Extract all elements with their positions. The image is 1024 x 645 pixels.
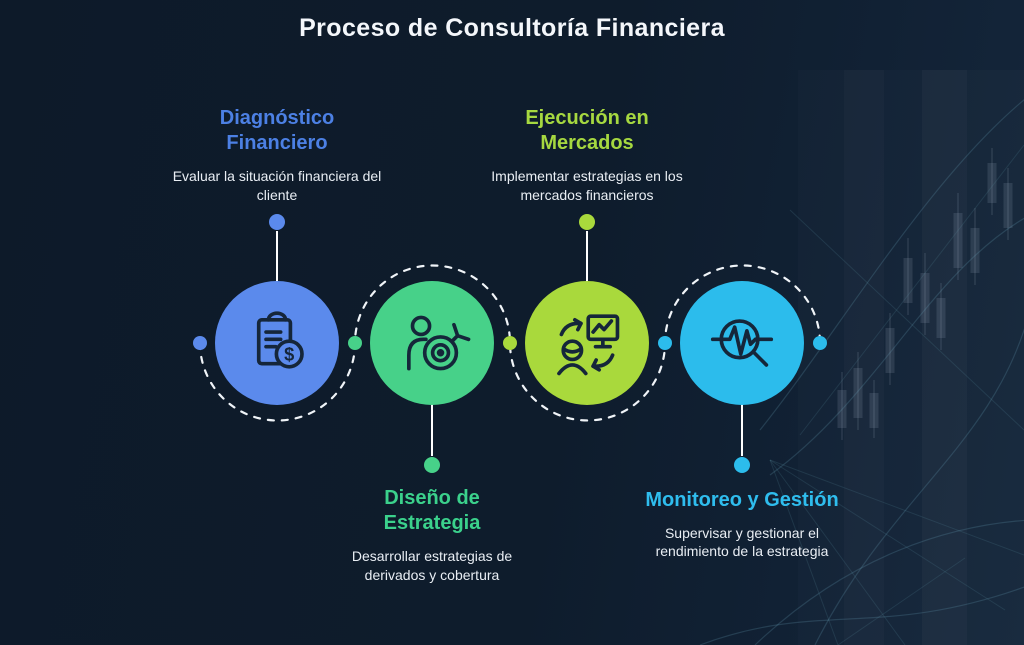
step-description: Evaluar la situación financiera del clie… xyxy=(172,168,382,203)
step-title: Diseño de Estrategia xyxy=(383,487,481,535)
page-title: Proceso de Consultoría Financiera xyxy=(299,14,725,42)
step-label-ejecucion: Ejecución en Mercados Implementar estrat… xyxy=(472,106,702,204)
step-description: Desarrollar estrategias de derivados y c… xyxy=(351,548,513,583)
junction-dot-1-2 xyxy=(348,336,362,350)
junction-dot-3-4 xyxy=(658,336,672,350)
satellite-dot-step-4 xyxy=(734,457,750,473)
step-circle-monitoreo xyxy=(680,281,804,405)
step-title: Ejecución en Mercados xyxy=(525,107,649,155)
step-circle-diagnostico: $ xyxy=(215,281,339,405)
exchange-monitor-icon xyxy=(557,314,620,376)
junction-dot-2-3 xyxy=(503,336,517,350)
satellite-dot-step-3 xyxy=(579,214,595,230)
step-circle-ejecucion xyxy=(525,281,649,405)
svg-text:$: $ xyxy=(284,344,294,365)
satellite-dot-step-2 xyxy=(424,457,440,473)
step-description: Supervisar y gestionar el rendimiento de… xyxy=(655,525,829,560)
step-title: Diagnóstico Financiero xyxy=(219,107,335,155)
candlestick-decoration xyxy=(841,148,1009,440)
magnifier-pulse-icon xyxy=(710,319,774,367)
junction-dot-end xyxy=(813,336,827,350)
candlestick-bodies xyxy=(837,163,1013,428)
clipboard-dollar-icon: $ xyxy=(256,311,304,369)
step-circle-diseno xyxy=(370,281,494,405)
step-label-diagnostico: Diagnóstico Financiero Evaluar la situac… xyxy=(162,106,392,204)
step-label-diseno: Diseño de Estrategia Desarrollar estrate… xyxy=(317,486,547,584)
step-title: Monitoreo y Gestión xyxy=(645,489,839,511)
person-target-icon xyxy=(407,315,471,371)
junction-dot-start xyxy=(193,336,207,350)
mesh-lines-decoration xyxy=(769,144,1024,645)
step-label-monitoreo: Monitoreo y Gestión Supervisar y gestion… xyxy=(612,488,872,561)
satellite-dot-step-1 xyxy=(269,214,285,230)
step-description: Implementar estrategias en los mercados … xyxy=(491,168,683,203)
